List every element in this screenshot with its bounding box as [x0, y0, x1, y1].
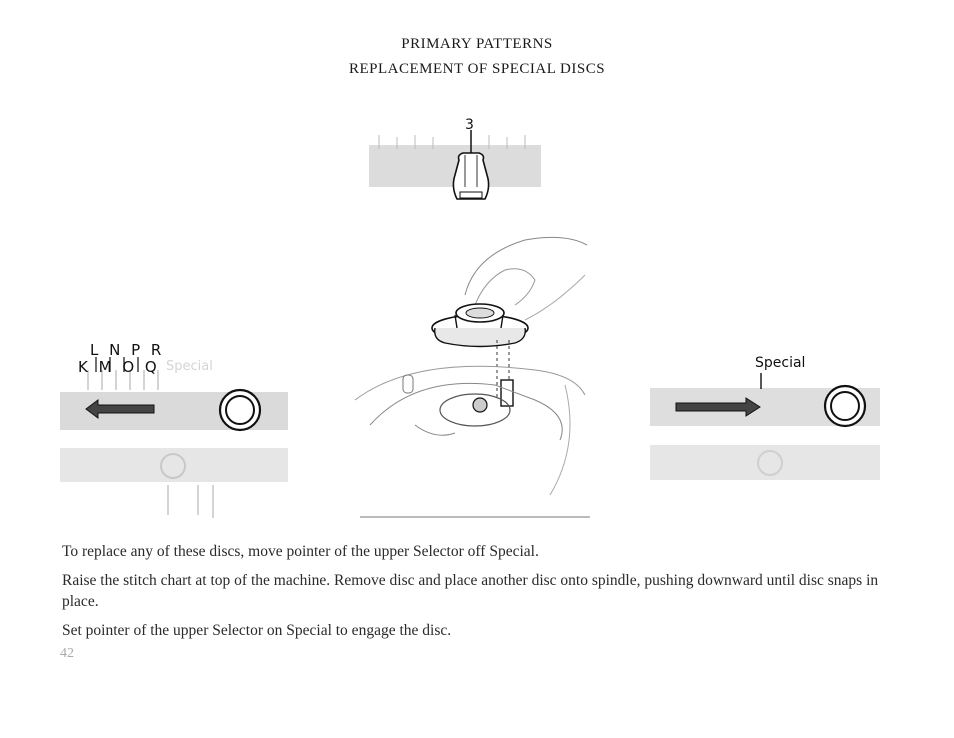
instruction-step-2: Raise the stitch chart at top of the mac…: [62, 572, 879, 610]
selector-number-label: 3: [465, 117, 474, 133]
left-letters-bottom: K M O Q: [78, 358, 160, 376]
left-selector-illustration: [60, 357, 288, 518]
right-special-label: Special: [755, 355, 806, 371]
page-title-line1: PRIMARY PATTERNS: [401, 36, 553, 52]
right-selector-illustration: [650, 373, 880, 480]
left-special-faded-label: Special: [166, 359, 213, 374]
page-title-line2: REPLACEMENT OF SPECIAL DISCS: [348, 61, 606, 77]
left-letters-top: L N P R: [90, 341, 165, 359]
instruction-step-3: Set pointer of the upper Selector on Spe…: [62, 622, 452, 639]
upper-selector-illustration: [369, 130, 541, 200]
page-number: 42: [60, 646, 74, 661]
instruction-step-1: To replace any of these discs, move poin…: [62, 543, 539, 560]
disc-spindle-illustration: [354, 236, 590, 518]
